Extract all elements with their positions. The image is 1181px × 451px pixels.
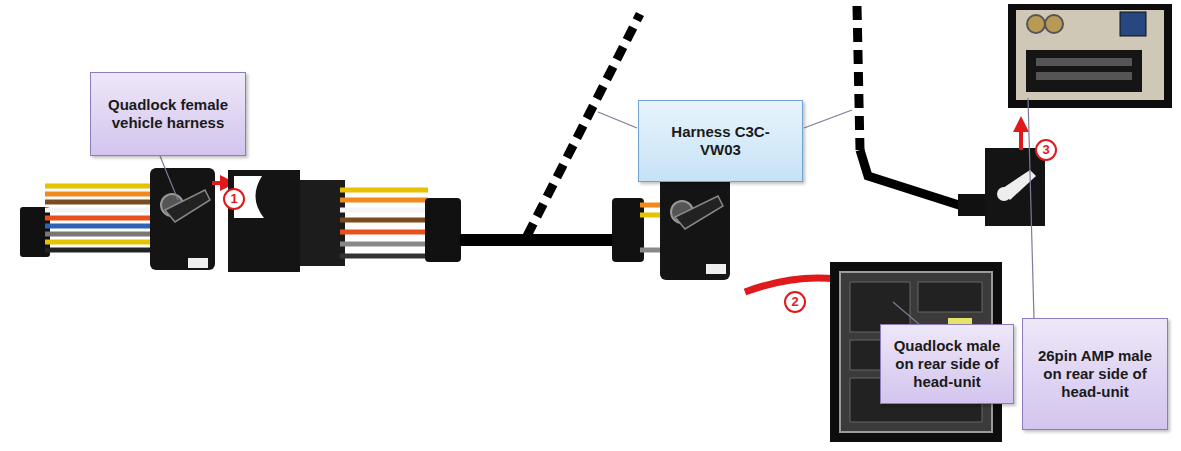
callout-text: 26pin AMP male on rear side of head-unit [1033,347,1157,401]
callout-number: 3 [1035,139,1057,161]
callout-number: 2 [784,291,806,313]
harness-label-box: Harness C3C-VW03 [638,100,803,182]
callout-box: Quadlock male on rear side of head-unit [880,324,1014,404]
callout-text: Harness C3C-VW03 [667,123,774,159]
callout-box: 26pin AMP male on rear side of head-unit [1022,318,1168,430]
callout-text: Quadlock female vehicle harness [101,96,235,132]
callout-text: Quadlock male on rear side of head-unit [889,337,1005,391]
callout-number: 1 [223,188,245,210]
callout-box: Quadlock female vehicle harness [90,72,246,156]
